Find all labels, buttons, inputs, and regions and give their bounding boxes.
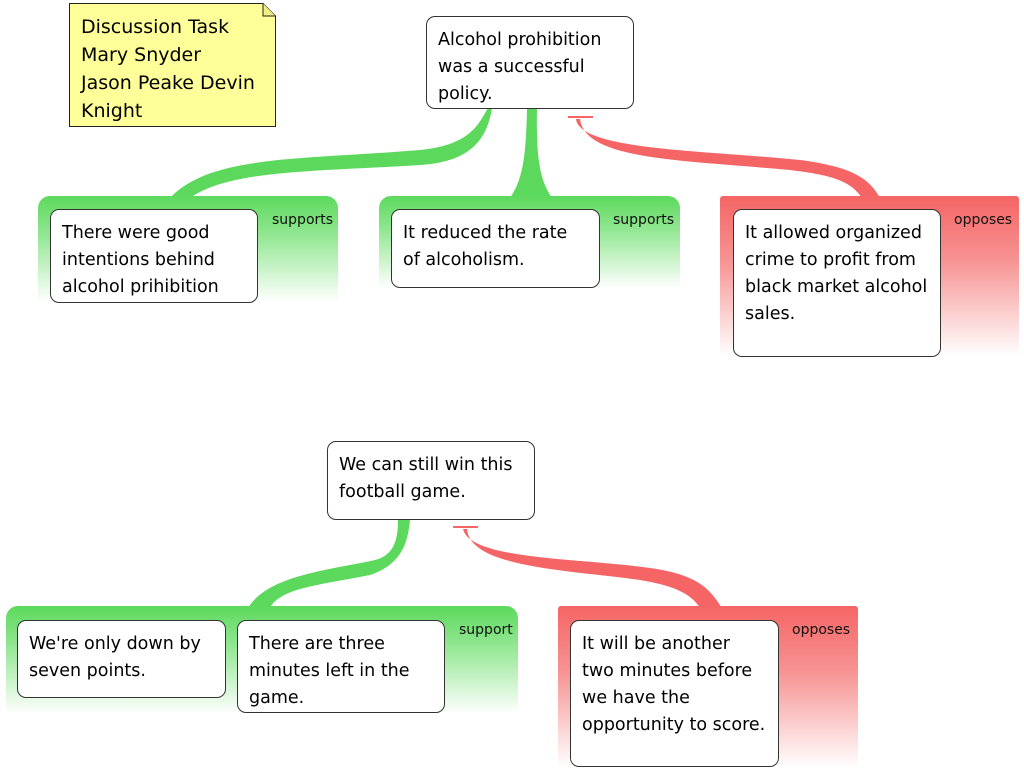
relation-label: support [459,622,513,638]
discussion-note: Discussion Task Mary Snyder Jason Peake … [69,3,276,127]
premise-box[interactable]: There are three minutes left in the game… [237,620,445,713]
reason-box[interactable]: There were good intentions behind alcoho… [50,209,258,303]
relation-label: supports [613,212,675,228]
oppose-connector [576,119,880,198]
note-line: Mary Snyder [81,44,202,66]
claim-box[interactable]: Alcohol prohibition was a successful pol… [426,16,634,109]
objection-box[interactable]: It allowed organized crime to profit fro… [733,209,941,357]
objection-box[interactable]: It will be another two minutes before we… [570,620,779,767]
reason-box[interactable]: It reduced the rate of alcoholism. [391,209,600,288]
note-line: Discussion Task [81,16,230,38]
support-connector [248,519,410,608]
claim-box[interactable]: We can still win this football game. [327,441,535,520]
note-line: Knight [81,100,143,122]
support-connector [170,108,492,198]
premise-box[interactable]: We're only down by seven points. [17,620,226,698]
relation-label: opposes [954,212,1013,228]
note-text: Discussion Task Mary Snyder Jason Peake … [81,13,271,125]
note-line: Jason Peake Devin [81,72,255,94]
support-connector [510,108,552,198]
note-shape [69,3,276,127]
relation-label: opposes [792,622,851,638]
relation-label: supports [272,212,334,228]
oppose-connector [463,529,722,608]
